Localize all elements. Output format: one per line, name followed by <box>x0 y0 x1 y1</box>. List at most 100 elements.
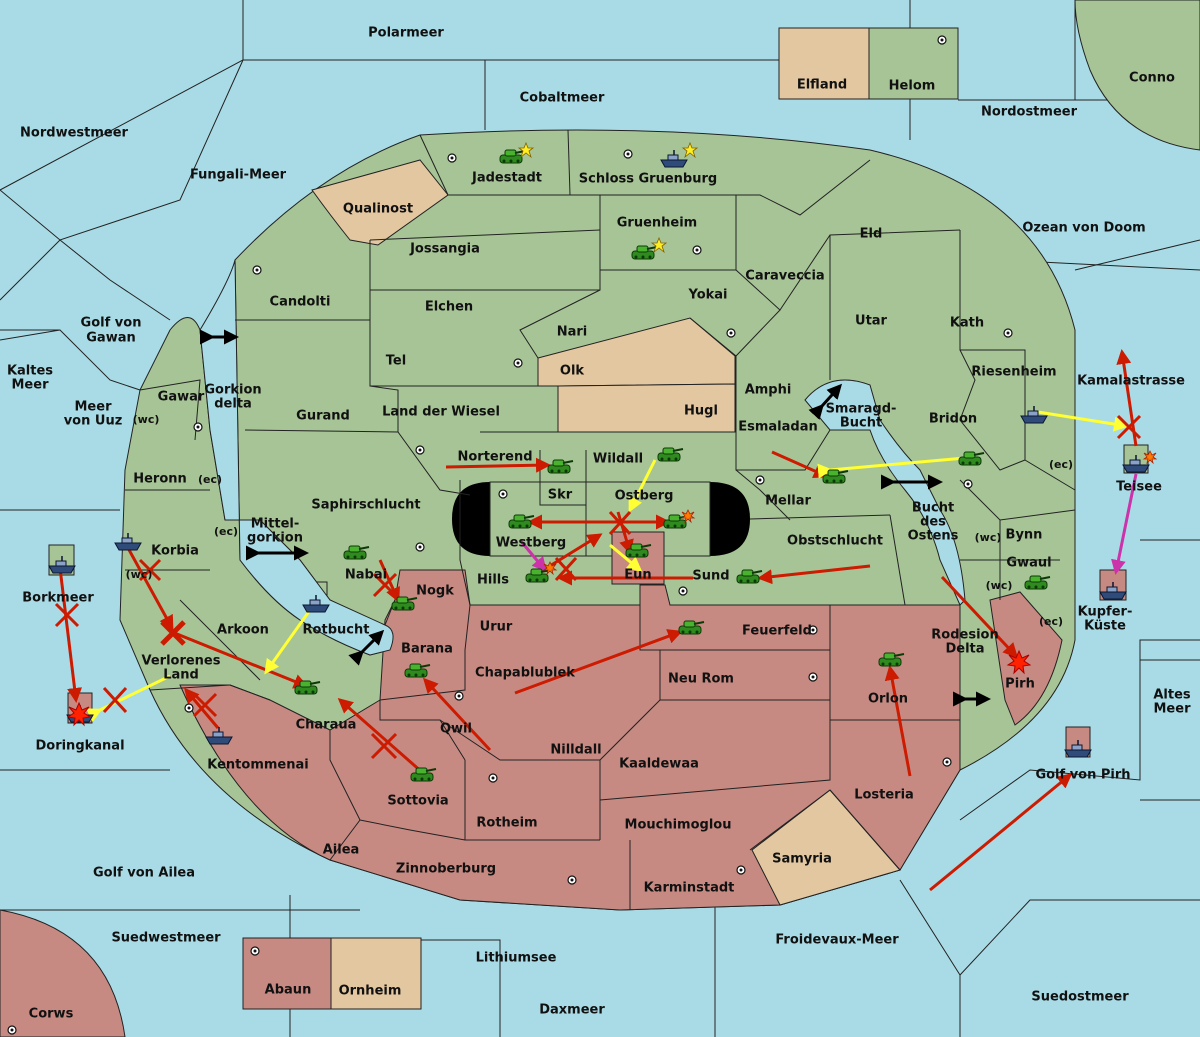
label-sottovia: Sottovia <box>387 794 448 809</box>
label-urur: Urur <box>480 620 513 635</box>
label-borkmeer: Borkmeer <box>22 591 94 606</box>
label-karminstadt: Karminstadt <box>644 881 735 896</box>
label-westberg: Westberg <box>496 536 566 551</box>
label-zinnoberburg: Zinnoberburg <box>396 862 496 877</box>
label-tel: Tel <box>386 354 406 369</box>
label-rodesion-delta-2: Delta <box>945 642 984 657</box>
label-rotbucht: Rotbucht <box>303 623 370 638</box>
label-heronn-ec: (ec) <box>198 473 222 486</box>
label-meer-von-uuz-1: Meer <box>75 400 113 415</box>
label-bucht-des-ostens-3: Ostens <box>908 529 959 544</box>
label-heronn: Heronn <box>133 472 187 487</box>
label-golf-von-pirh: Golf von Pirh <box>1035 768 1130 783</box>
label-rotheim: Rotheim <box>476 816 537 831</box>
label-lithiumsee: Lithiumsee <box>476 951 557 966</box>
label-kentommenai: Kentommenai <box>207 758 308 773</box>
label-barana: Barana <box>401 642 453 657</box>
label-nogk: Nogk <box>416 584 454 599</box>
label-jossangia: Jossangia <box>409 242 480 257</box>
label-kath: Kath <box>950 316 984 331</box>
label-land-der-wiesel: Land der Wiesel <box>382 405 500 420</box>
label-kaltes-meer-1: Kaltes <box>7 364 53 379</box>
support-orders <box>85 410 1129 722</box>
label-neu-rom: Neu Rom <box>668 672 734 687</box>
label-mittelgorkion-2: gorkion <box>247 531 303 546</box>
label-smaragd-bucht-1: Smaragd- <box>826 402 897 417</box>
crossing-arrows <box>200 329 991 707</box>
label-feuerfeld: Feuerfeld <box>742 624 812 639</box>
label-obstschlucht: Obstschlucht <box>787 534 883 549</box>
region-ornheim[interactable] <box>330 937 422 1010</box>
label-elchen: Elchen <box>425 300 473 315</box>
label-gwaul: Gwaul <box>1006 556 1051 571</box>
label-gwaul-ec: (ec) <box>1039 615 1063 628</box>
label-wildall: Wildall <box>593 452 643 467</box>
label-corws: Corws <box>29 1007 74 1022</box>
label-kamalastrasse: Kamalastrasse <box>1077 374 1185 389</box>
region-qualinost[interactable] <box>311 159 449 246</box>
label-kaaldewaa: Kaaldewaa <box>619 757 699 772</box>
label-suedwestmeer: Suedwestmeer <box>111 931 221 946</box>
label-caraveccia: Caraveccia <box>745 269 824 284</box>
label-kupfer-kueste-1: Kupfer- <box>1078 605 1133 620</box>
label-altes-meer-2: Meer <box>1154 702 1192 717</box>
label-doringkanal: Doringkanal <box>35 739 124 754</box>
label-gwaul-wc: (wc) <box>986 579 1013 592</box>
label-pirh: Pirh <box>1005 677 1035 692</box>
label-altes-meer-1: Altes <box>1153 688 1191 703</box>
region-elfland[interactable] <box>778 27 870 100</box>
label-kupfer-kueste-2: Küste <box>1084 619 1126 634</box>
label-esmaladan: Esmaladan <box>738 420 818 435</box>
label-nari: Nari <box>557 325 588 340</box>
label-teisee-ec: (ec) <box>1049 458 1073 471</box>
label-mittelgorkion-1: Mittel- <box>251 517 300 532</box>
red-territories <box>179 569 961 911</box>
label-elfland: Elfland <box>797 78 847 93</box>
label-bynn-wc: (wc) <box>975 531 1002 544</box>
label-kaltes-meer-2: Meer <box>12 378 50 393</box>
label-sund: Sund <box>692 569 729 584</box>
label-bucht-des-ostens-2: des <box>920 515 946 530</box>
label-meer-von-uuz-2: von Uuz <box>64 414 123 429</box>
label-saphirschlucht: Saphirschlucht <box>311 498 420 513</box>
label-mellar: Mellar <box>765 494 811 509</box>
label-qwil: Qwil <box>440 722 472 737</box>
label-gawar: Gawar <box>158 390 205 405</box>
label-ailea: Ailea <box>323 843 360 858</box>
label-jadestadt: Jadestadt <box>471 171 542 186</box>
label-bynn: Bynn <box>1006 528 1043 543</box>
label-verlorenes-land-1: Verlorenes <box>141 654 220 669</box>
region-conno[interactable] <box>1074 0 1200 151</box>
label-gruenheim: Gruenheim <box>617 216 697 231</box>
label-abaun: Abaun <box>265 983 312 998</box>
label-hills: Hills <box>477 573 509 588</box>
label-ozean-von-doom: Ozean von Doom <box>1022 221 1145 236</box>
label-yokai: Yokai <box>687 288 727 303</box>
label-ostberg: Ostberg <box>615 489 674 504</box>
label-smaragd-bucht-2: Bucht <box>840 416 882 431</box>
label-schloss-gruenburg: Schloss Gruenburg <box>579 172 717 187</box>
label-utar: Utar <box>855 314 888 329</box>
label-skr: Skr <box>548 488 573 503</box>
label-ornheim: Ornheim <box>339 984 402 999</box>
label-candolti: Candolti <box>270 295 331 310</box>
region-corws[interactable] <box>0 909 126 1037</box>
label-nordostmeer: Nordostmeer <box>981 105 1078 120</box>
label-gorkion-delta-1: Gorkion <box>204 383 261 398</box>
label-korbia-ec: (ec) <box>214 525 238 538</box>
convoy-orders <box>518 473 1138 575</box>
label-losteria: Losteria <box>854 788 914 803</box>
supply-centers <box>7 35 1013 1035</box>
label-golf-von-ailea: Golf von Ailea <box>93 866 195 881</box>
label-froidevaux-meer: Froidevaux-Meer <box>775 933 899 948</box>
label-gurand: Gurand <box>296 409 350 424</box>
failed-crosses <box>54 414 1142 760</box>
label-norterend: Norterend <box>457 450 532 465</box>
label-rodesion-delta-1: Rodesion <box>931 628 998 643</box>
label-eld: Eld <box>860 227 883 242</box>
label-fungali-meer: Fungali-Meer <box>190 168 287 183</box>
label-mouchimoglou: Mouchimoglou <box>625 818 732 833</box>
label-gorkion-delta-2: delta <box>214 397 252 412</box>
label-verlorenes-land-2: Land <box>163 668 199 683</box>
